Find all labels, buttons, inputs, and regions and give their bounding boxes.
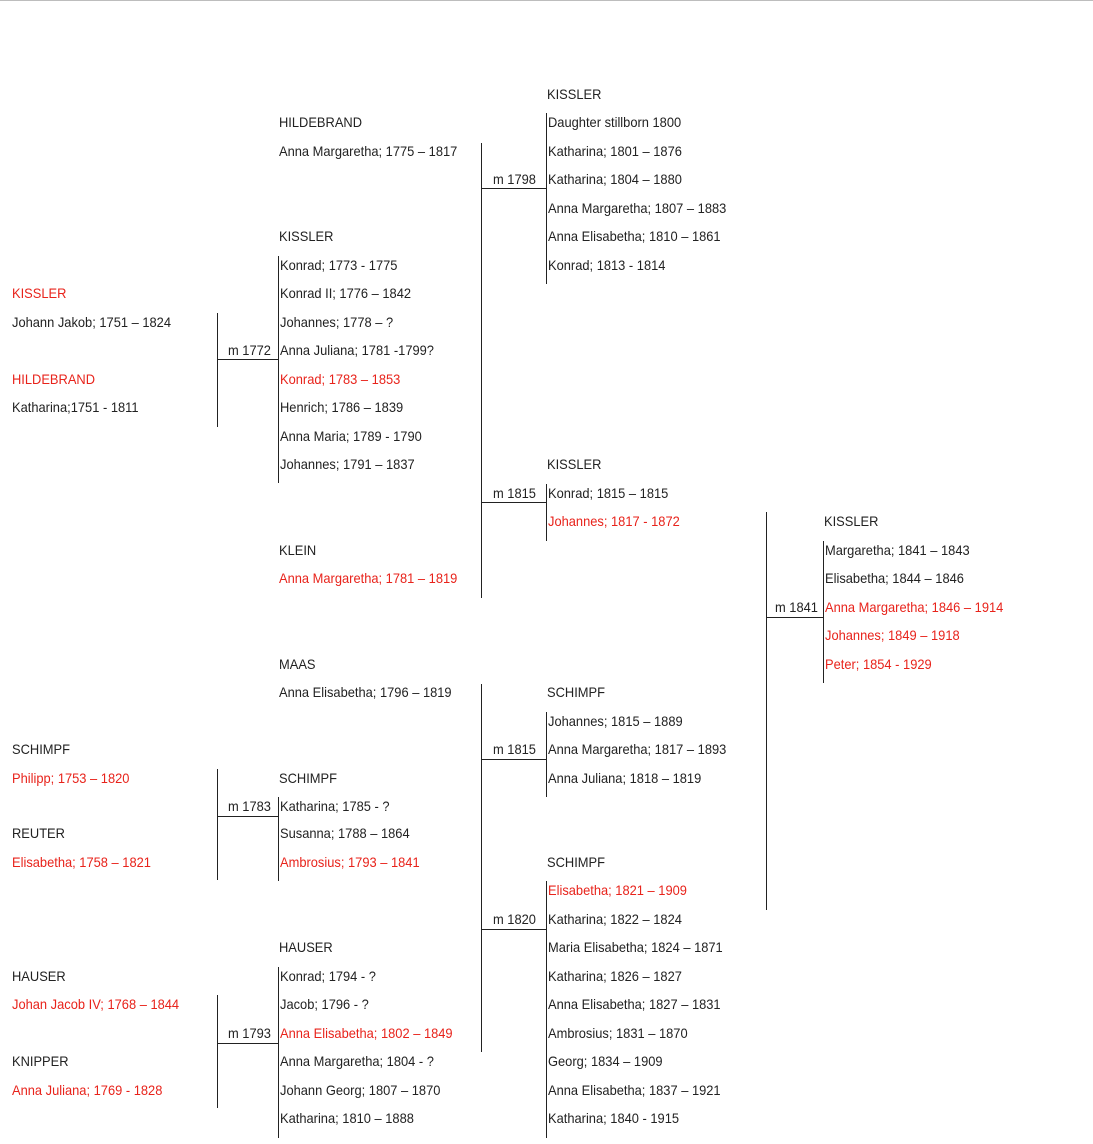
child-name: Konrad; 1783 – 1853 bbox=[280, 371, 401, 387]
child-name: Anna Margaretha; 1804 - ? bbox=[280, 1053, 434, 1069]
marriage-line bbox=[217, 816, 279, 817]
children-bracket bbox=[546, 712, 547, 797]
children-bracket bbox=[823, 541, 824, 683]
couple-connector bbox=[766, 512, 767, 910]
couple-connector bbox=[217, 313, 218, 427]
couple-connector bbox=[481, 684, 482, 1052]
marriage-line bbox=[481, 759, 547, 760]
person-name: Johan Jacob IV; 1768 – 1844 bbox=[12, 996, 180, 1012]
family-surname: SCHIMPF bbox=[279, 770, 337, 786]
marriage-line bbox=[766, 617, 824, 618]
child-name: Ambrosius; 1793 – 1841 bbox=[280, 854, 420, 870]
children-bracket bbox=[546, 484, 547, 541]
person-surname: REUTER bbox=[12, 825, 65, 841]
child-name: Daughter stillborn 1800 bbox=[548, 114, 682, 130]
family-surname: SCHIMPF bbox=[547, 684, 605, 700]
child-name: Konrad II; 1776 – 1842 bbox=[280, 285, 412, 301]
child-name: Katharina; 1826 – 1827 bbox=[548, 968, 682, 984]
marriage-label: m 1815 bbox=[493, 485, 536, 501]
child-name: Henrich; 1786 – 1839 bbox=[280, 399, 404, 415]
marriage-label: m 1841 bbox=[775, 599, 818, 615]
children-bracket bbox=[278, 797, 279, 881]
child-name: Konrad; 1813 - 1814 bbox=[548, 257, 666, 273]
child-name: Konrad; 1773 - 1775 bbox=[280, 257, 398, 273]
child-name: Margaretha; 1841 – 1843 bbox=[825, 542, 970, 558]
person-name: Anna Margaretha; 1781 – 1819 bbox=[279, 570, 458, 586]
marriage-line bbox=[481, 502, 547, 503]
child-name: Anna Margaretha; 1807 – 1883 bbox=[548, 200, 727, 216]
couple-connector bbox=[217, 769, 218, 880]
child-name: Johann Georg; 1807 – 1870 bbox=[280, 1082, 441, 1098]
marriage-label: m 1783 bbox=[228, 798, 271, 814]
child-name: Johannes; 1817 - 1872 bbox=[548, 513, 680, 529]
child-name: Katharina; 1785 - ? bbox=[280, 798, 390, 814]
child-name: Anna Juliana; 1818 – 1819 bbox=[548, 770, 702, 786]
child-name: Katharina; 1822 – 1824 bbox=[548, 911, 682, 927]
child-name: Peter; 1854 - 1929 bbox=[825, 656, 932, 672]
child-name: Katharina; 1801 – 1876 bbox=[548, 143, 682, 159]
family-surname: HAUSER bbox=[279, 939, 333, 955]
child-name: Susanna; 1788 – 1864 bbox=[280, 825, 410, 841]
person-name: Anna Margaretha; 1775 – 1817 bbox=[279, 143, 458, 159]
child-name: Anna Elisabetha; 1810 – 1861 bbox=[548, 228, 721, 244]
person-surname: KISSLER bbox=[12, 285, 67, 301]
children-bracket bbox=[546, 881, 547, 1138]
person-name: Philipp; 1753 – 1820 bbox=[12, 770, 130, 786]
child-name: Anna Elisabetha; 1802 – 1849 bbox=[280, 1025, 453, 1041]
person-name: Anna Elisabetha; 1796 – 1819 bbox=[279, 684, 452, 700]
top-border bbox=[0, 0, 1093, 1]
child-name: Katharina; 1804 – 1880 bbox=[548, 171, 682, 187]
child-name: Anna Juliana; 1781 -1799? bbox=[280, 342, 434, 358]
marriage-label: m 1772 bbox=[228, 342, 271, 358]
child-name: Anna Margaretha; 1817 – 1893 bbox=[548, 741, 727, 757]
child-name: Jacob; 1796 - ? bbox=[280, 996, 369, 1012]
child-name: Katharina; 1840 - 1915 bbox=[548, 1110, 680, 1126]
children-bracket bbox=[278, 256, 279, 483]
person-name: Katharina;1751 - 1811 bbox=[12, 399, 139, 415]
child-name: Johannes; 1791 – 1837 bbox=[280, 456, 415, 472]
child-name: Anna Elisabetha; 1827 – 1831 bbox=[548, 996, 721, 1012]
child-name: Johannes; 1849 – 1918 bbox=[825, 627, 960, 643]
family-surname: KISSLER bbox=[824, 513, 879, 529]
marriage-line bbox=[217, 1043, 279, 1044]
child-name: Elisabetha; 1844 – 1846 bbox=[825, 570, 964, 586]
child-name: Johannes; 1815 – 1889 bbox=[548, 713, 683, 729]
marriage-label: m 1793 bbox=[228, 1025, 271, 1041]
child-name: Anna Maria; 1789 - 1790 bbox=[280, 428, 422, 444]
child-name: Johannes; 1778 – ? bbox=[280, 314, 394, 330]
family-surname: SCHIMPF bbox=[547, 854, 605, 870]
marriage-line bbox=[481, 929, 547, 930]
children-bracket bbox=[546, 113, 547, 284]
family-surname: KISSLER bbox=[279, 228, 334, 244]
child-name: Konrad; 1794 - ? bbox=[280, 968, 376, 984]
marriage-line bbox=[481, 188, 547, 189]
person-name: Anna Juliana; 1769 - 1828 bbox=[12, 1082, 163, 1098]
person-name: Johann Jakob; 1751 – 1824 bbox=[12, 314, 171, 330]
child-name: Anna Elisabetha; 1837 – 1921 bbox=[548, 1082, 721, 1098]
marriage-line bbox=[217, 359, 279, 360]
child-name: Anna Margaretha; 1846 – 1914 bbox=[825, 599, 1004, 615]
marriage-label: m 1815 bbox=[493, 741, 536, 757]
child-name: Elisabetha; 1821 – 1909 bbox=[548, 882, 687, 898]
person-surname: HILDEBRAND bbox=[279, 114, 363, 130]
person-surname: HAUSER bbox=[12, 968, 66, 984]
couple-connector bbox=[217, 995, 218, 1108]
family-surname: KISSLER bbox=[547, 86, 602, 102]
child-name: Katharina; 1810 – 1888 bbox=[280, 1110, 414, 1126]
person-surname: HILDEBRAND bbox=[12, 371, 96, 387]
child-name: Maria Elisabetha; 1824 – 1871 bbox=[548, 939, 723, 955]
person-surname: SCHIMPF bbox=[12, 741, 70, 757]
child-name: Georg; 1834 – 1909 bbox=[548, 1053, 663, 1069]
person-surname: KNIPPER bbox=[12, 1053, 69, 1069]
person-surname: MAAS bbox=[279, 656, 316, 672]
family-surname: KISSLER bbox=[547, 456, 602, 472]
child-name: Ambrosius; 1831 – 1870 bbox=[548, 1025, 688, 1041]
person-surname: KLEIN bbox=[279, 542, 317, 558]
marriage-label: m 1798 bbox=[493, 171, 536, 187]
couple-connector bbox=[481, 143, 482, 598]
person-name: Elisabetha; 1758 – 1821 bbox=[12, 854, 151, 870]
marriage-label: m 1820 bbox=[493, 911, 536, 927]
child-name: Konrad; 1815 – 1815 bbox=[548, 485, 669, 501]
children-bracket bbox=[278, 967, 279, 1138]
